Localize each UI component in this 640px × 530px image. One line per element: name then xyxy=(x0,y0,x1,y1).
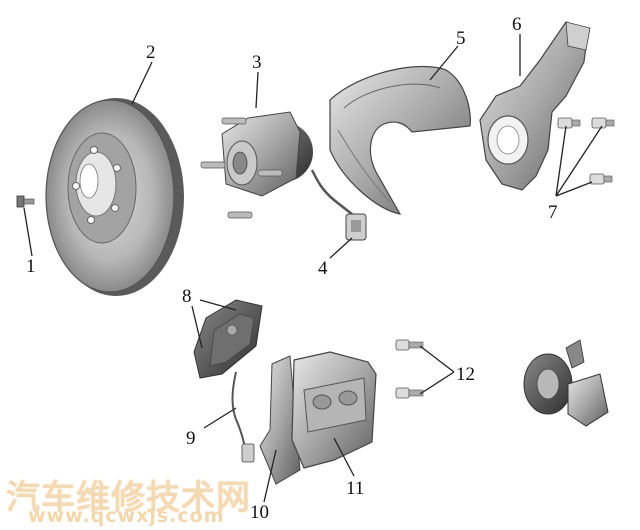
callout-2: 2 xyxy=(146,42,156,63)
callout-3: 3 xyxy=(252,52,262,73)
part-6-steering-knuckle xyxy=(479,21,591,191)
assembled-view xyxy=(523,339,609,427)
part-4-sensor-connector xyxy=(345,213,367,241)
callout-8: 8 xyxy=(182,286,192,307)
callout-1: 1 xyxy=(26,256,36,277)
callout-7: 7 xyxy=(548,202,558,223)
callout-12: 12 xyxy=(456,364,475,385)
part-7-bolts xyxy=(557,117,615,185)
callout-labels: 1 2 3 4 5 6 7 8 9 10 11 12 xyxy=(26,14,558,523)
watermark-url: www.qcwxjs.com xyxy=(28,505,225,527)
part-12-caliper-bolts xyxy=(395,339,424,399)
callout-9: 9 xyxy=(186,428,196,449)
callout-10: 10 xyxy=(250,502,269,523)
watermark-site-name: 汽车维修技术网 xyxy=(6,478,251,518)
part-1-screw xyxy=(16,195,35,208)
part-11-brake-caliper xyxy=(291,351,377,469)
part-8-brake-pads xyxy=(193,299,263,379)
part-9-wear-sensor xyxy=(231,371,255,463)
callout-5: 5 xyxy=(456,28,466,49)
leader-lines xyxy=(23,34,603,503)
part-2-brake-disc xyxy=(45,98,184,296)
part-5-dust-shield xyxy=(329,65,471,215)
callout-4: 4 xyxy=(318,258,328,279)
part-10-caliper-bracket xyxy=(259,355,301,485)
part-3-hub-bearing xyxy=(200,111,363,223)
callout-11: 11 xyxy=(346,478,364,499)
callout-6: 6 xyxy=(512,14,522,35)
